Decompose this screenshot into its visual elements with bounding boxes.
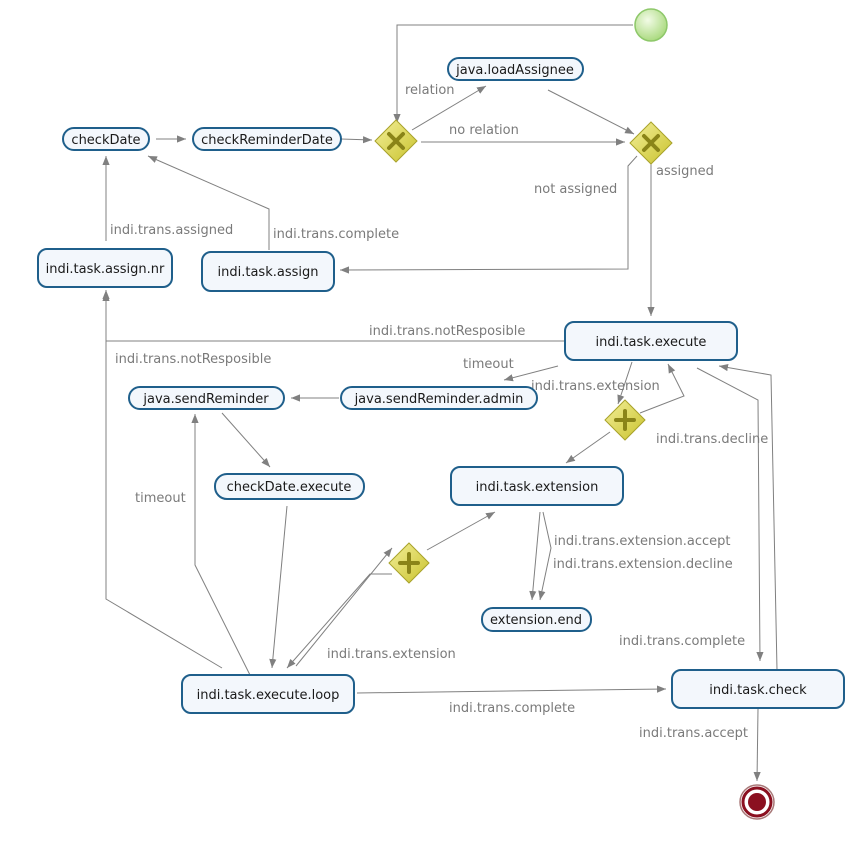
label-no-relation: no relation (449, 123, 519, 138)
start-event[interactable] (634, 8, 668, 42)
node-sendreminder[interactable]: java.sendReminder (128, 386, 285, 410)
node-assign[interactable]: indi.task.assign (201, 251, 335, 292)
node-sendreminder-admin-label: java.sendReminder.admin (354, 392, 524, 407)
label-trans-extension-1: indi.trans.extension (531, 379, 660, 394)
edge-extension-decline (538, 511, 552, 601)
end-event[interactable] (739, 784, 775, 820)
node-extension-end-label: extension.end (490, 613, 582, 628)
label-timeout-1: timeout (463, 357, 514, 372)
edge-loop-not-responsible (102, 292, 223, 669)
label-trans-accept: indi.trans.accept (639, 726, 748, 741)
parallel-gateway-execute[interactable] (604, 399, 646, 441)
edge-ext-gateway-to-extension (565, 431, 611, 464)
label-trans-decline: indi.trans.decline (656, 432, 768, 447)
edge-check-to-execute (718, 363, 778, 671)
node-sendreminder-admin[interactable]: java.sendReminder.admin (340, 386, 538, 410)
node-loadassignee-label: java.loadAssignee (455, 63, 574, 78)
edge-loop-gateway-to-extension (426, 511, 496, 551)
label-trans-extension-2: indi.trans.extension (327, 647, 456, 662)
edges (102, 24, 778, 782)
node-execute-label: indi.task.execute (596, 335, 707, 350)
node-assign-label: indi.task.assign (218, 265, 319, 280)
exclusive-gateway-relation[interactable] (374, 119, 418, 163)
edge-assign-to-checkdate (147, 155, 270, 250)
label-extension-accept: indi.trans.extension.accept (554, 534, 731, 549)
node-execute-loop[interactable]: indi.task.execute.loop (181, 674, 355, 714)
edge-loop-timeout (191, 414, 251, 676)
node-assign-nr[interactable]: indi.task.assign.nr (37, 248, 173, 288)
label-not-responsible-1: indi.trans.notResposible (369, 324, 525, 339)
edge-loop-gateway-to-loop (286, 573, 392, 669)
edge-execute-to-ext-gateway (617, 361, 633, 405)
label-timeout-2: timeout (135, 491, 186, 506)
node-assign-nr-label: indi.task.assign.nr (46, 262, 165, 277)
parallel-gateway-loop[interactable] (388, 542, 430, 584)
edge-loadassignee-to-gateway2 (547, 89, 635, 135)
node-checkdate-label: checkDate (71, 133, 140, 148)
edge-ext-gateway-to-execute (639, 363, 685, 414)
edge-checkreminderdate-to-gateway (340, 136, 373, 144)
node-checkdate-execute-label: checkDate.execute (227, 480, 352, 495)
label-not-responsible-2: indi.trans.notResposible (115, 352, 271, 367)
label-trans-complete-2: indi.trans.complete (619, 634, 745, 649)
node-sendreminder-label: java.sendReminder (142, 392, 269, 407)
node-extension-end[interactable]: extension.end (481, 607, 592, 632)
edge-labels: relation no relation assigned not assign… (110, 83, 768, 741)
node-execute-loop-label: indi.task.execute.loop (197, 688, 340, 703)
label-extension-decline: indi.trans.extension.decline (553, 557, 733, 572)
node-extension[interactable]: indi.task.extension (450, 466, 624, 506)
edge-loop-extension (295, 547, 393, 667)
node-checkreminderdate-label: checkReminderDate (201, 133, 333, 148)
label-assigned: assigned (656, 164, 714, 179)
label-trans-complete-1: indi.trans.complete (273, 227, 399, 242)
edge-not-assigned (339, 155, 638, 274)
node-check[interactable]: indi.task.check (671, 669, 845, 709)
edge-check-accept (753, 708, 761, 782)
edge-relation (411, 85, 487, 131)
edge-sendreminder-to-checkdate-execute (221, 412, 271, 468)
edge-start-to-gateway (393, 24, 633, 123)
edge-extension-accept (529, 511, 541, 601)
label-trans-assigned: indi.trans.assigned (110, 223, 233, 238)
node-checkreminderdate[interactable]: checkReminderDate (192, 127, 342, 151)
edge-checkdate-execute-to-loop (269, 505, 288, 669)
node-extension-label: indi.task.extension (476, 480, 599, 495)
node-checkdate-execute[interactable]: checkDate.execute (214, 473, 365, 500)
node-check-label: indi.task.check (709, 683, 807, 698)
label-not-assigned: not assigned (534, 182, 617, 197)
label-relation: relation (405, 83, 455, 98)
node-loadassignee[interactable]: java.loadAssignee (447, 57, 584, 81)
edge-execute-to-check (696, 367, 764, 662)
label-trans-complete-3: indi.trans.complete (449, 701, 575, 716)
edge-loop-complete (356, 685, 667, 694)
node-execute[interactable]: indi.task.execute (564, 321, 738, 361)
exclusive-gateway-assigned[interactable] (629, 121, 673, 165)
node-checkdate[interactable]: checkDate (62, 127, 150, 151)
edge-execute-timeout (503, 365, 559, 382)
